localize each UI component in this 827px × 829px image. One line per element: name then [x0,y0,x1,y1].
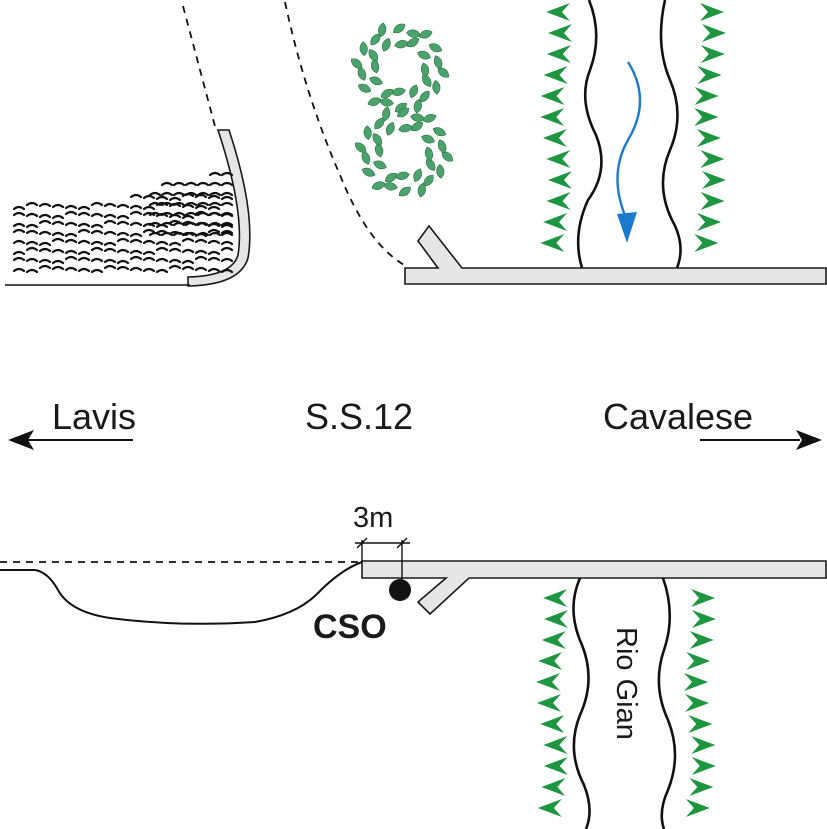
reed-icon [540,3,572,252]
reed-icon [543,66,568,84]
reed-icon [540,715,565,733]
reed-icon [547,171,572,189]
reed-icon [694,3,726,252]
top-plan-view [5,0,827,287]
reed-icon [694,108,719,126]
reed-icon [543,736,568,754]
reed-icon [689,631,714,649]
reed-icon [540,108,565,126]
tree-icon [352,104,456,200]
reed-icon [546,192,571,210]
reed-icon [541,631,566,649]
stream-bank-right [659,0,682,269]
reed-icon [536,589,568,817]
reed-icon [540,87,565,105]
reed-icon [546,150,571,168]
ground-depression [0,561,363,625]
reed-icon [536,673,561,691]
cavalese-label: Cavalese [603,396,753,437]
reed-icon [543,610,568,628]
distance-marker [355,537,410,582]
reed-icon [700,192,725,210]
road-top [404,224,827,285]
arrow-right-icon [700,430,822,450]
reed-icon [691,610,716,628]
flow-arrow-icon [616,61,642,243]
lavis-label: Lavis [52,396,136,437]
bottom-plan-view: 3m CSO Rio Gian [0,502,827,829]
reed-icon [541,778,566,796]
reed-icon [547,24,572,42]
reed-icon [545,3,570,21]
reed-icon [701,171,726,189]
reed-icon [688,715,713,733]
reed-icon [699,3,724,21]
reed-icon [694,87,719,105]
reed-icon [700,150,725,168]
reed-icon [543,757,568,775]
dashed-boundary-right [284,1,407,267]
reed-icon [538,652,563,670]
terraced-slope [12,171,234,274]
reed-icon [684,673,709,691]
arrow-left-icon [8,430,133,450]
stream-bank-right [657,577,677,829]
cso-point [389,579,411,601]
stream-name-label: Rio Gian [610,627,642,740]
reed-icon [684,694,709,712]
reed-icon [689,778,714,796]
reed-icon [697,66,722,84]
reed-icon [546,45,571,63]
reed-icon [694,234,719,252]
reed-icon [700,45,725,63]
direction-labels: Lavis S.S.12 Cavalese [8,396,822,450]
retaining-wall [187,129,251,287]
reed-icon [540,234,565,252]
reed-icon [537,799,562,817]
reed-icon [686,652,711,670]
reed-icon [691,736,716,754]
road-bottom [361,560,827,616]
road-name-label: S.S.12 [305,396,413,437]
reed-icon [542,129,567,147]
reed-icon [543,589,568,607]
reed-icon [685,799,710,817]
stream-bank-left [576,0,603,269]
reed-icon [691,757,716,775]
tree-icon [348,20,452,116]
reed-icon [543,213,568,231]
reed-icon [697,213,722,231]
stream-bank-left [572,577,591,829]
reed-icon [684,589,716,817]
reed-icon [536,694,561,712]
reed-icon [696,129,721,147]
cso-label: CSO [313,608,387,646]
dashed-boundary-left [182,5,217,131]
reed-icon [691,589,716,607]
reed-icon [701,24,726,42]
distance-label: 3m [353,502,393,534]
